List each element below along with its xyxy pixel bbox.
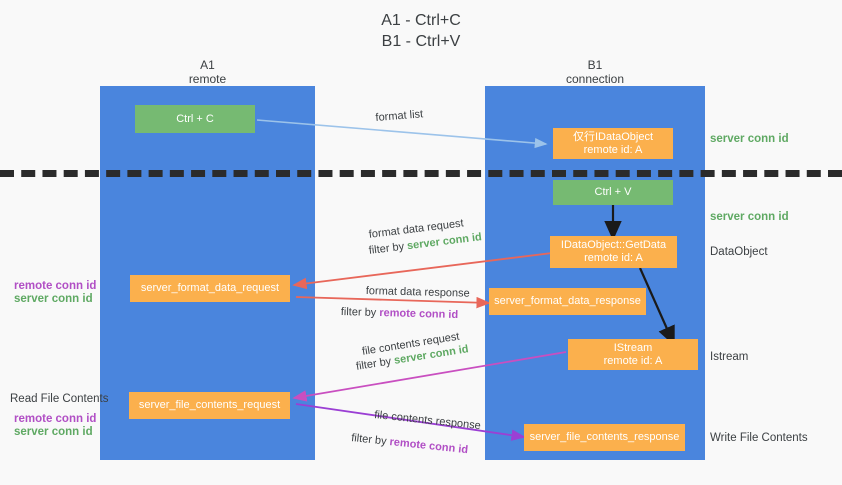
box-server-format-data-request[interactable]: server_format_data_request — [130, 275, 290, 302]
label-right-istream: Istream — [710, 351, 749, 363]
box-getdata-line2: remote id: A — [584, 252, 643, 264]
label-right-dataobject: DataObject — [710, 246, 768, 258]
caption-fcresp-filter-value: remote conn id — [388, 436, 469, 457]
caption-format-data-response: format data response — [365, 284, 470, 300]
box-ctrl-v-label: Ctrl + V — [594, 186, 632, 198]
box-idataobject-getdata[interactable]: IDataObject::GetData remote id: A — [550, 236, 677, 268]
caption-fdresp-filter-prefix: filter by — [340, 305, 380, 320]
caption-fcreq-filter-prefix: filter by — [355, 354, 396, 373]
box-server-file-contents-request-label: server_file_contents_request — [138, 399, 281, 411]
box-server-file-contents-response[interactable]: server_file_contents_response — [524, 424, 685, 451]
column-header-a1: A1 remote — [100, 58, 315, 86]
box-server-file-contents-request[interactable]: server_file_contents_request — [129, 392, 290, 419]
phase-divider — [0, 170, 842, 177]
page-title: A1 - Ctrl+C B1 - Ctrl+V — [0, 10, 842, 52]
column-a1-role: remote — [188, 72, 227, 86]
caption-file-contents-response-filter: filter by remote conn id — [351, 431, 469, 457]
box-ctrl-c[interactable]: Ctrl + C — [135, 105, 255, 133]
caption-fcresp-filter-prefix: filter by — [350, 431, 391, 448]
caption-format-list: format list — [375, 108, 424, 124]
box-getdata-line1: IDataObject::GetData — [560, 239, 667, 251]
box-ctrl-v[interactable]: Ctrl + V — [553, 180, 673, 205]
box-server-format-data-response[interactable]: server_format_data_response — [489, 288, 646, 315]
caption-format-data-response-filter: filter by remote conn id — [341, 305, 459, 322]
box-ctrl-c-label: Ctrl + C — [176, 112, 214, 125]
box-idataobject-top-line2: remote id: A — [583, 143, 643, 156]
box-istream[interactable]: IStream remote id: A — [568, 339, 698, 370]
caption-file-contents-response: file contents response — [373, 408, 482, 433]
column-b1-name: B1 — [587, 58, 603, 72]
box-idataobject-top-line1: 仅行IDataObject — [572, 130, 654, 143]
box-server-format-data-request-label: server_format_data_request — [140, 282, 280, 294]
box-istream-line2: remote id: A — [603, 354, 663, 367]
label-left-server-conn-id-1: server conn id — [14, 293, 93, 305]
box-server-file-contents-response-label: server_file_contents_response — [529, 431, 680, 443]
caption-fdreq-filter-prefix: filter by — [368, 240, 408, 257]
label-right-server-conn-id-1: server conn id — [710, 133, 789, 145]
column-a1-name: A1 — [200, 58, 215, 72]
caption-fdresp-filter-value: remote conn id — [379, 307, 459, 322]
label-left-remote-conn-id-1: remote conn id — [14, 280, 97, 292]
box-idataobject-top[interactable]: 仅行IDataObject remote id: A — [553, 128, 673, 159]
column-header-b1: B1 connection — [485, 58, 705, 86]
column-b1-role: connection — [565, 72, 625, 86]
label-left-remote-conn-id-2: remote conn id — [14, 413, 97, 425]
label-left-server-conn-id-2: server conn id — [14, 426, 93, 438]
box-istream-line1: IStream — [613, 341, 653, 354]
title-line-2: B1 - Ctrl+V — [381, 33, 461, 50]
label-right-write-file-contents: Write File Contents — [710, 432, 808, 444]
label-left-read-file-contents: Read File Contents — [10, 393, 109, 405]
label-right-server-conn-id-2: server conn id — [710, 211, 789, 223]
box-server-format-data-response-label: server_format_data_response — [494, 295, 641, 307]
title-line-1: A1 - Ctrl+C — [381, 12, 461, 29]
